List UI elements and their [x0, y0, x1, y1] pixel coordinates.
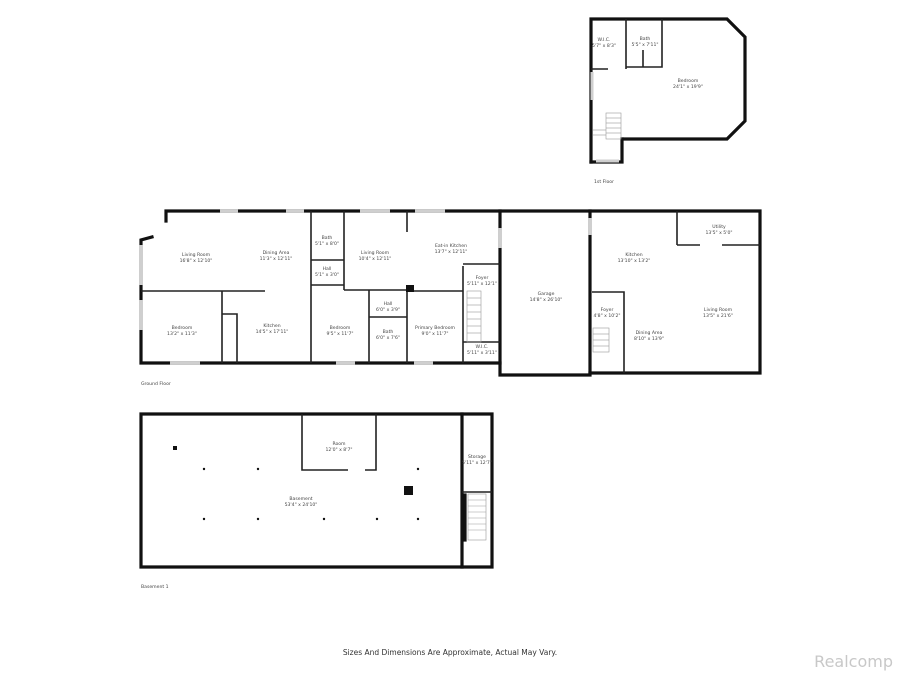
- room-name: Primary Bedroom: [415, 325, 456, 331]
- ground-floor-east-walls: [588, 209, 762, 375]
- room-size: 11'3" x 12'11": [260, 256, 293, 262]
- room-name: Foyer: [476, 275, 489, 281]
- support-posts: [202, 467, 420, 521]
- room-size: 5'5" x 7'11": [631, 42, 658, 48]
- room-size: 13'5" x 21'6": [703, 313, 733, 319]
- room-size: 6'0" x 7'6": [376, 335, 400, 341]
- floor-label: Basement 1: [141, 584, 169, 590]
- room-name: Kitchen: [625, 252, 642, 258]
- room-size: 13'7" x 12'11": [435, 249, 468, 255]
- room-size: 5'11" x 12'7": [462, 460, 492, 466]
- room-name: Living Room: [704, 307, 733, 313]
- room-name: Eat-in Kitchen: [435, 243, 467, 249]
- room-name: Bath: [383, 329, 394, 335]
- room-size: 13'2" x 11'3": [167, 331, 197, 337]
- room-name: Hall: [323, 266, 332, 272]
- room-name: Bedroom: [172, 325, 193, 331]
- room-size: 16'8" x 12'10": [180, 258, 213, 264]
- room-size: 13'10" x 13'2": [618, 258, 651, 264]
- room-size: 5'11" x 3'11": [467, 350, 497, 356]
- staircase: [467, 493, 487, 541]
- basement-plan: Room 12'0" x 8'7" Basement 53'4" x 24'10…: [139, 412, 494, 590]
- room-name: Hall: [384, 301, 393, 307]
- disclaimer: Sizes And Dimensions Are Approximate, Ac…: [343, 648, 557, 657]
- room-size: 6'0" x 3'9": [376, 307, 400, 313]
- room-size: 10'4" x 12'11": [359, 256, 392, 262]
- staircase: [466, 290, 610, 353]
- room-name: Dining Area: [263, 250, 290, 256]
- room-size: 13'5" x 5'0": [705, 230, 732, 236]
- staircase: [593, 112, 622, 140]
- room-name: W.I.C.: [476, 344, 489, 350]
- room-name: Storage: [468, 454, 486, 460]
- wall: [626, 19, 663, 68]
- room-name: Living Room: [182, 252, 211, 258]
- room-size: 9'5" x 11'7": [326, 331, 353, 337]
- wall: [301, 414, 348, 471]
- wall: [365, 414, 377, 471]
- room-name: Kitchen: [263, 323, 280, 329]
- room-size: 24'1" x 19'9": [673, 84, 703, 90]
- storage-stair-walls: [460, 412, 494, 569]
- first-floor-outer-walls: [589, 17, 747, 164]
- realcomp-watermark: Realcomp: [814, 652, 893, 671]
- room-name: Foyer: [601, 307, 614, 313]
- room-name: W.I.C.: [598, 37, 611, 43]
- room-name: Bath: [322, 235, 333, 241]
- first-floor-plan: W.I.C. 5'7" x 8'3" Bath 5'5" x 7'11" Bed…: [589, 17, 747, 185]
- room-size: 14'8" x 26'10": [530, 297, 563, 303]
- garage-walls: [498, 209, 592, 377]
- room-name: Garage: [538, 291, 555, 297]
- ground-floor-outer-walls: [164, 209, 502, 223]
- room-name: Dining Area: [636, 330, 663, 336]
- room-size: 12'0" x 8'7": [325, 447, 352, 453]
- room-size: 53'4" x 24'10": [285, 502, 318, 508]
- room-name: Room: [332, 441, 346, 447]
- floor-label: Ground Floor: [141, 381, 171, 387]
- room-size: 4'8" x 10'2": [593, 313, 620, 319]
- room-size: 8'10" x 13'9": [634, 336, 664, 342]
- room-size: 5'1" x 3'0": [315, 272, 339, 278]
- ground-floor-interior-walls: [141, 211, 760, 373]
- column: [404, 486, 413, 495]
- room-name: Bedroom: [678, 78, 699, 84]
- room-size: 9'0" x 11'7": [421, 331, 448, 337]
- floor-label: 1st Floor: [594, 179, 614, 185]
- room-name: Living Room: [361, 250, 390, 256]
- ground-floor-plan: Living Room 16'8" x 12'10" Dining Area 1…: [139, 209, 762, 387]
- first-floor-stair-walls: [589, 137, 624, 164]
- room-name: Bedroom: [330, 325, 351, 331]
- room-name: Bath: [640, 36, 651, 42]
- room-size: 5'11" x 12'1": [467, 281, 497, 287]
- room-size: 5'1" x 8'0": [315, 241, 339, 247]
- room-size: 5'7" x 8'3": [592, 43, 616, 49]
- column: [406, 285, 414, 292]
- room-name: Basement: [289, 496, 312, 502]
- room-name: Utility: [712, 224, 726, 230]
- room-size: 14'5" x 17'11": [256, 329, 289, 335]
- column: [173, 446, 177, 450]
